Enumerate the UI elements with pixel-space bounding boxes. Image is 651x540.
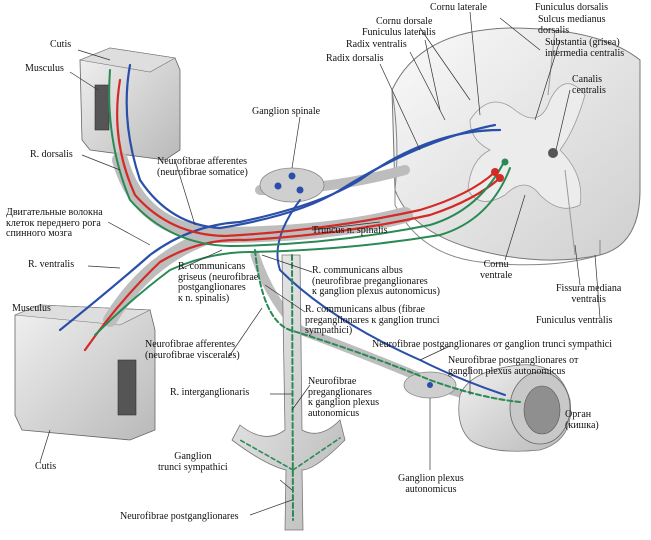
label-cornu-ventrale: Cornu ventrale [480, 259, 513, 281]
label-r-ventralis: R. ventralis [28, 259, 75, 270]
neuron-bodies [274, 158, 509, 388]
label-substantia-grisea: Substantia (grisea) intermedia centralis [545, 37, 625, 59]
label-r-interganglionaris: R. interganglionaris [170, 387, 250, 398]
tissue-block-top [78, 47, 181, 161]
label-ganglion-trunci-sympathici: Ganglion trunci sympathici [158, 451, 228, 473]
label-truncus-n-spinalis: Truncus n. spinalis [312, 225, 388, 236]
label-funiculus-lateralis: Funiculus lateralis [362, 27, 436, 38]
spinal-cord [391, 27, 641, 266]
label-funiculus-dorsalis: Funiculus dorsalis [535, 2, 609, 13]
label-postganglionares-plexus: Neurofibrae postganglionares от ganglion… [448, 355, 579, 377]
muscle-fascicle-lower [117, 359, 137, 416]
label-postganglionares-trunci: Neurofibrae postganglionares от ganglion… [372, 339, 613, 350]
label-musculus-top: Musculus [25, 63, 64, 74]
label-fissura-mediana-ventralis: Fissura mediana ventralis [556, 283, 622, 305]
label-musculus-bottom: Musculus [12, 303, 51, 314]
label-cornu-dorsale: Cornu dorsale [376, 16, 433, 27]
muscle-fascicle [94, 84, 110, 131]
label-cornu-laterale: Cornu laterale [430, 2, 487, 13]
fiber-paths [58, 63, 521, 521]
label-sulcus-medianus-dorsalis: Sulcus medianus dorsalis [538, 14, 606, 36]
label-r-communicans-albus-plexus: R. communicans albus (neurofibrae pregan… [312, 265, 440, 297]
label-canalis-centralis: Canalis centralis [572, 74, 606, 96]
label-motor-fibers-ru: Двигательные волокна клеток переднего ро… [6, 207, 103, 239]
label-organ: Орган (кишка) [565, 409, 599, 431]
sympathetic-trunk [231, 254, 346, 531]
label-cutis-bottom: Cutis [35, 461, 57, 472]
label-neurofibrae-postganglionares: Neurofibrae postganglionares [120, 511, 239, 522]
organ-intestine [458, 364, 572, 452]
label-neurofibrae-afferentes-somatice: Neurofibrae afferentes (neurofibrae soma… [157, 156, 248, 178]
label-funiculus-ventralis: Funiculus ventralis [536, 315, 613, 326]
label-neurofibrae-afferentes-viscerales: Neurofibrae afferentes (neurofibrae visc… [145, 339, 240, 361]
tissue-block-bottom [14, 304, 156, 441]
label-r-communicans-griseus: R. communicans griseus (neurofibrae post… [178, 261, 259, 304]
label-radix-dorsalis: Radix dorsalis [326, 53, 384, 64]
central-canal [548, 148, 558, 158]
label-ganglion-plexus-autonomicus: Ganglion plexus autonomicus [398, 473, 464, 495]
leader-lines [39, 11, 601, 516]
label-r-communicans-albus-trunci: R. communicans albus (fibrae preganglion… [305, 304, 440, 336]
label-cutis-top: Cutis [50, 39, 72, 50]
label-radix-ventralis: Radix ventralis [346, 39, 407, 50]
label-r-dorsalis: R. dorsalis [30, 149, 73, 160]
label-preganglionares-plexus: Neurofibrae preganglionares к ganglion p… [308, 376, 379, 419]
label-ganglion-spinale: Ganglion spinale [252, 106, 321, 117]
